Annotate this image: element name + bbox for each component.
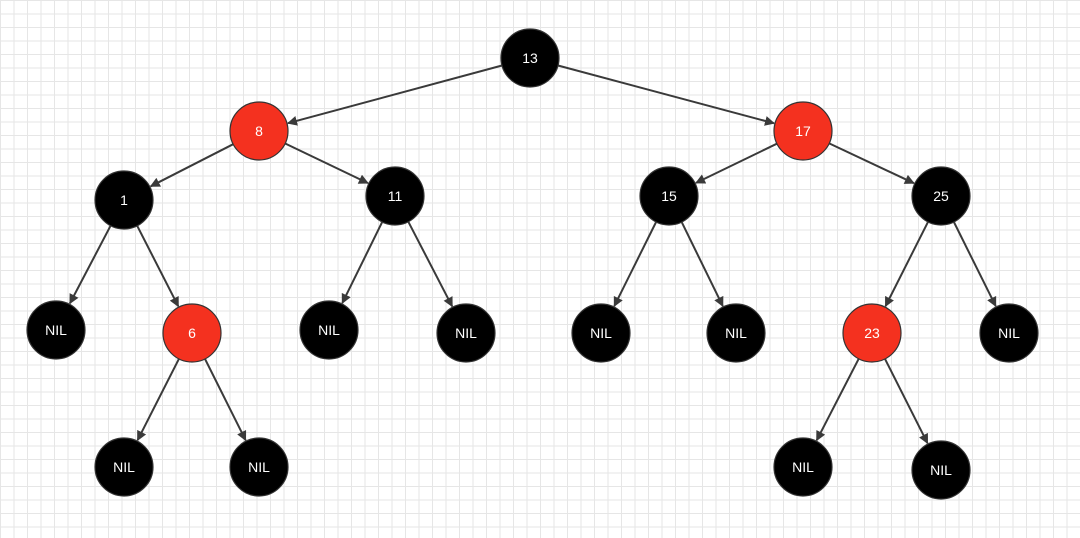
black-node-circle	[911, 440, 971, 500]
tree-node-nil4: NIL	[571, 303, 631, 363]
tree-node-nil2: NIL	[299, 300, 359, 360]
black-node-circle	[94, 170, 154, 230]
node-label: NIL	[998, 325, 1020, 341]
tree-node-n15: 15	[639, 166, 699, 226]
tree-node-nil7: NIL	[94, 437, 154, 497]
black-node-circle	[571, 303, 631, 363]
tree-node-n8: 8	[229, 101, 289, 161]
black-node-circle	[26, 300, 86, 360]
edge-n8-to-n1	[149, 143, 234, 188]
edge-n17-to-n15	[695, 142, 778, 184]
node-label: 13	[522, 50, 538, 66]
black-node-circle	[94, 437, 154, 497]
black-node-circle	[365, 166, 425, 226]
tree-node-nil6: NIL	[979, 303, 1039, 363]
node-label: 15	[661, 188, 677, 204]
tree-node-n6: 6	[162, 303, 222, 363]
edge-n11-to-nil3	[407, 221, 454, 308]
edge-n23-to-nil9	[815, 358, 860, 442]
edge-n25-to-n23	[884, 221, 929, 308]
edge-n6-to-nil7	[136, 358, 180, 442]
edge-n11-to-nil2	[341, 221, 384, 304]
edge-n6-to-nil8	[204, 358, 247, 442]
tree-node-nil1: NIL	[26, 300, 86, 360]
node-label: 6	[188, 325, 196, 341]
tree-node-n13: 13	[500, 28, 560, 88]
black-node-circle	[299, 300, 359, 360]
node-label: NIL	[792, 459, 814, 475]
node-label: NIL	[725, 325, 747, 341]
tree-node-n23: 23	[842, 303, 902, 363]
node-label: NIL	[45, 322, 67, 338]
edge-n25-to-nil6	[953, 221, 997, 307]
black-node-circle	[500, 28, 560, 88]
node-label: NIL	[113, 459, 135, 475]
black-node-circle	[773, 437, 833, 497]
tree-node-nil5: NIL	[706, 303, 766, 363]
black-node-circle	[639, 166, 699, 226]
tree-node-n11: 11	[365, 166, 425, 226]
red-node-circle	[162, 303, 222, 363]
black-node-circle	[911, 166, 971, 226]
edge-n13-to-n8	[287, 64, 503, 126]
node-label: NIL	[590, 325, 612, 341]
tree-node-nil9: NIL	[773, 437, 833, 497]
node-label: 1	[120, 192, 128, 208]
node-label: 17	[795, 123, 811, 139]
edge-n15-to-nil4	[613, 221, 657, 307]
tree-node-nil10: NIL	[911, 440, 971, 500]
black-node-circle	[979, 303, 1039, 363]
tree-node-n17: 17	[773, 101, 833, 161]
edge-n15-to-nil5	[680, 221, 724, 307]
red-node-circle	[842, 303, 902, 363]
node-label: 11	[388, 188, 403, 204]
tree-node-nil3: NIL	[436, 303, 496, 363]
black-node-circle	[229, 437, 289, 497]
black-node-circle	[436, 303, 496, 363]
node-label: 8	[255, 123, 263, 139]
edge-n8-to-n11	[284, 142, 369, 185]
edge-n13-to-n17	[557, 64, 775, 126]
red-node-circle	[229, 101, 289, 161]
node-label: 25	[933, 188, 949, 204]
edge-n23-to-nil10	[884, 358, 929, 445]
node-label: NIL	[455, 325, 477, 341]
tree-node-n25: 25	[911, 166, 971, 226]
edge-n1-to-n6	[136, 225, 180, 308]
edge-n17-to-n25	[828, 142, 915, 185]
edges-layer	[69, 64, 997, 445]
node-label: NIL	[248, 459, 270, 475]
black-node-circle	[706, 303, 766, 363]
tree-node-n1: 1	[94, 170, 154, 230]
node-label: NIL	[930, 462, 952, 478]
edge-n1-to-nil1	[69, 225, 112, 305]
node-label: 23	[864, 325, 880, 341]
tree-node-nil8: NIL	[229, 437, 289, 497]
red-node-circle	[773, 101, 833, 161]
node-label: NIL	[318, 322, 340, 338]
